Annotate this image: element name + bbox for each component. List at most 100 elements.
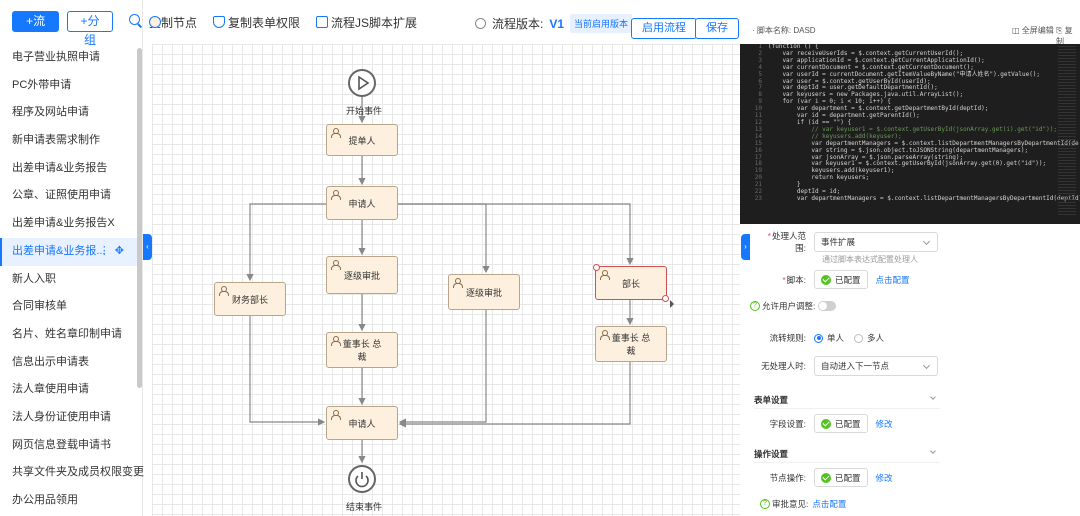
- node-op-label: 节点操作:: [769, 472, 806, 483]
- node-chairman-2[interactable]: 董事长 总裁: [595, 326, 667, 362]
- check-circle-icon: [821, 472, 831, 483]
- code-line: 22 deptId = id;: [754, 188, 841, 196]
- node-stepwise-approval-2[interactable]: 逐级审批: [448, 274, 520, 310]
- approval-opinion-configure-link[interactable]: 点击配置: [812, 499, 847, 509]
- user-icon: [453, 278, 463, 288]
- sidebar-item[interactable]: 网页信息登载申请书: [0, 432, 137, 460]
- start-event[interactable]: [348, 69, 376, 97]
- field-modify-link[interactable]: 修改: [875, 418, 893, 429]
- node-applicant-2-label: 申请人: [348, 418, 376, 429]
- sidebar-item[interactable]: 公章、证照使用申请: [0, 182, 137, 210]
- sidebar-item[interactable]: 共享文件夹及成员权限变更: [0, 459, 144, 487]
- sidebar-item[interactable]: 新申请表需求制作: [0, 127, 137, 155]
- node-applicant-1[interactable]: 申请人: [326, 186, 398, 220]
- collapse-right-chevron-icon[interactable]: ›: [741, 234, 750, 260]
- sidebar-item-label: PC外带申请: [12, 78, 72, 91]
- end-event-label: 结束事件: [346, 502, 383, 512]
- sidebar-item-label: 新申请表需求制作: [12, 134, 100, 147]
- new-group-button[interactable]: +分组: [67, 10, 113, 47]
- sidebar-item[interactable]: PC外带申请: [0, 72, 137, 100]
- copy-button[interactable]: ⎘ 复制: [1056, 26, 1073, 46]
- copy-node-button[interactable]: 复制节点: [149, 14, 197, 31]
- sidebar-item[interactable]: 名片、姓名章印制申请: [0, 321, 137, 349]
- save-button[interactable]: 保存: [695, 18, 739, 39]
- user-icon: [600, 270, 610, 280]
- node-chairman-2-label: 董事长 总裁: [611, 333, 651, 356]
- code-line: 15 var departmentManagers = $.context.li…: [754, 139, 1079, 147]
- flow-rule-label: 流转规则:: [769, 333, 806, 343]
- code-line: 19 keyusers.add(keyuser1);: [754, 167, 895, 175]
- sidebar-item[interactable]: 出差申请&业务报告X: [0, 210, 137, 238]
- handler-scope-select[interactable]: 事件扩展: [814, 232, 938, 252]
- node-applicant-2[interactable]: 申请人: [326, 406, 398, 440]
- sidebar-item-label: 出差申请&业务报...: [12, 244, 106, 257]
- sidebar-item-label: 共享文件夹及成员权限变更: [12, 466, 144, 479]
- version-icon: [475, 18, 486, 29]
- form-settings-chevron-icon[interactable]: [930, 394, 936, 400]
- code-line: 18 var keyuser1 = $.context.getUserById(…: [754, 160, 1047, 168]
- code-line: 21 }: [754, 181, 801, 189]
- sidebar-item[interactable]: 新人入职: [0, 266, 137, 294]
- code-line: 2 var receiveUserIds = $.context.getCurr…: [758, 49, 964, 57]
- op-settings-heading[interactable]: 操作设置: [754, 449, 789, 459]
- allow-adjust-toggle[interactable]: [818, 301, 837, 311]
- sidebar-item[interactable]: 信息出示申请表: [0, 349, 137, 377]
- sidebar-item[interactable]: 程序及网站申请: [0, 99, 137, 127]
- node-minister-label: 部长: [621, 278, 640, 289]
- collapse-left-chevron-icon[interactable]: ‹: [143, 234, 152, 260]
- sidebar-item[interactable]: 办公用品领用: [0, 487, 137, 515]
- sidebar-item[interactable]: 电子营业执照申请: [0, 44, 137, 72]
- copy-form-permission-button[interactable]: 复制表单权限: [213, 14, 300, 31]
- node-stepwise-approval-1[interactable]: 逐级审批: [326, 256, 398, 294]
- form-settings-heading[interactable]: 表单设置: [754, 395, 789, 405]
- code-line: 20 return keyusers;: [754, 174, 870, 182]
- node-applicant-1-label: 申请人: [348, 198, 376, 209]
- node-submitter[interactable]: 提单人: [326, 124, 398, 156]
- node-op-modify-link[interactable]: 修改: [875, 472, 893, 483]
- single-radio[interactable]: [814, 333, 823, 343]
- sidebar-scrollbar[interactable]: [137, 48, 142, 388]
- multi-radio[interactable]: [854, 333, 864, 343]
- new-flow-button[interactable]: +流程: [12, 10, 60, 47]
- flow-rule-row: 流转规则: 单人 多人: [758, 332, 884, 344]
- end-event[interactable]: [348, 465, 376, 493]
- sidebar-item[interactable]: 合同审核单: [0, 293, 137, 321]
- node-finance-head[interactable]: 财务部长: [214, 282, 286, 316]
- sidebar-item-label: 电子营业执照申请: [12, 51, 100, 63]
- sidebar-item[interactable]: 法人身份证使用申请: [0, 404, 137, 432]
- code-line: 10 var department = $.context.getDepartm…: [754, 105, 989, 113]
- fullscreen-edit-button[interactable]: ◫ 全屏编辑: [1012, 26, 1054, 35]
- op-settings-chevron-icon[interactable]: [930, 448, 936, 454]
- sidebar-item-label: 名片、姓名章印制申请: [12, 327, 122, 340]
- sidebar-item[interactable]: 出差申请&业务报告: [0, 155, 137, 183]
- sidebar-item-label: 办公用品领用: [12, 494, 78, 506]
- flow-canvas[interactable]: 开始事件 提单人 申请人 逐级审批 财务部长 董事长 总裁 逐级审批 部长: [152, 44, 740, 516]
- sidebar-item-label: 程序及网站申请: [12, 106, 89, 119]
- field-settings-row: 字段设置: 已配置 修改: [758, 414, 893, 433]
- script-configured-tag: 已配置: [814, 270, 868, 289]
- script-configure-link[interactable]: 点击配置: [875, 274, 910, 285]
- code-minimap[interactable]: [1058, 46, 1076, 216]
- enable-flow-button[interactable]: 启用流程: [631, 18, 697, 39]
- script-code-editor[interactable]: 1(function () {2 var receiveUserIds = $.…: [740, 44, 1080, 224]
- no-handler-row: 无处理人时: 自动进入下一节点: [758, 356, 938, 376]
- help-icon[interactable]: ?: [750, 301, 760, 311]
- sidebar-item[interactable]: 法人章使用申请: [0, 376, 137, 404]
- node-chairman-1[interactable]: 董事长 总裁: [326, 332, 398, 368]
- js-extension-button[interactable]: 流程JS脚本扩展: [316, 14, 417, 31]
- script-header: · 脚本名称: DASD ◫ 全屏编辑 ⎘ 复制: [750, 16, 1080, 46]
- user-icon: [331, 410, 341, 420]
- start-event-label: 开始事件: [346, 106, 383, 116]
- help-icon[interactable]: ?: [760, 499, 770, 509]
- item-actions-drag-icon[interactable]: ⋮ ✥: [98, 244, 125, 257]
- node-minister-selected[interactable]: 部长: [593, 264, 669, 302]
- handler-hint: 通过脚本表达式配置处理人: [822, 255, 918, 264]
- user-icon: [219, 286, 229, 296]
- no-handler-label: 无处理人时:: [761, 361, 806, 371]
- version-number[interactable]: V1: [549, 16, 565, 31]
- no-handler-select[interactable]: 自动进入下一节点: [814, 356, 938, 376]
- search-icon[interactable]: [128, 14, 142, 28]
- sidebar-item[interactable]: 出差申请&业务报...⋮ ✥: [0, 237, 137, 266]
- sidebar-item-label: 法人身份证使用申请: [12, 410, 111, 423]
- code-line: 6 var user = $.context.getUserById(userI…: [758, 77, 931, 85]
